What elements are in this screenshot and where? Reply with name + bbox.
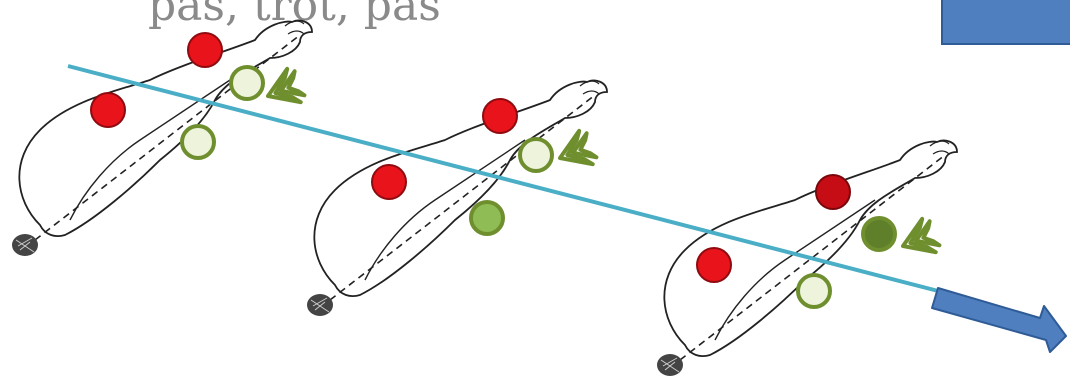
- marker-light-green: [180, 124, 216, 160]
- arrow-right-icon: [931, 287, 1067, 353]
- horse-step-1: [11, 19, 313, 257]
- marker-light-green: [229, 65, 265, 101]
- double-chevron-icon: [894, 214, 944, 265]
- marker-dark-green: [861, 216, 897, 252]
- horse-silhouette: [306, 79, 608, 317]
- marker-mid-green: [469, 200, 505, 236]
- horse-step-2: [306, 79, 608, 317]
- marker-red: [187, 32, 223, 68]
- track-line: [67, 64, 947, 295]
- double-chevron-icon: [259, 64, 309, 115]
- marker-red: [482, 98, 518, 134]
- marker-red: [696, 247, 732, 283]
- marker-red: [90, 92, 126, 128]
- marker-red: [371, 164, 407, 200]
- marker-light-green: [518, 137, 554, 173]
- top-right-box: [941, 0, 1070, 45]
- double-chevron-icon: [551, 126, 601, 177]
- horse-silhouette: [11, 19, 313, 257]
- marker-dark-red: [815, 174, 851, 210]
- marker-light-green: [796, 273, 832, 309]
